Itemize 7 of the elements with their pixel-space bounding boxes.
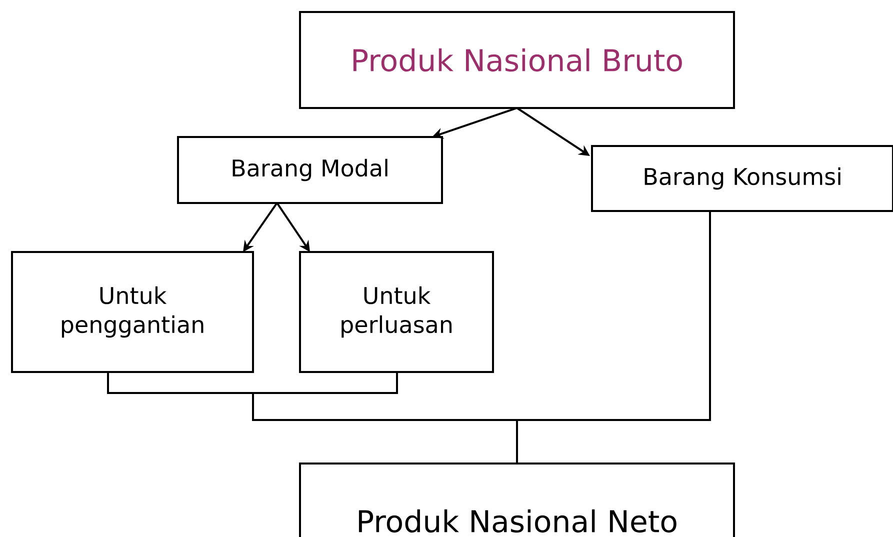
title-box: Produk Nasional Bruto — [299, 11, 735, 109]
process-box: Barang Modal — [177, 136, 443, 204]
connector-line — [516, 210, 711, 462]
result-box: Produk Nasional Neto — [299, 462, 735, 537]
process-box: Untuk perluasan — [299, 250, 494, 373]
process-box: Untuk penggantian — [11, 250, 254, 373]
process-box: Barang Konsumsi — [591, 145, 893, 212]
